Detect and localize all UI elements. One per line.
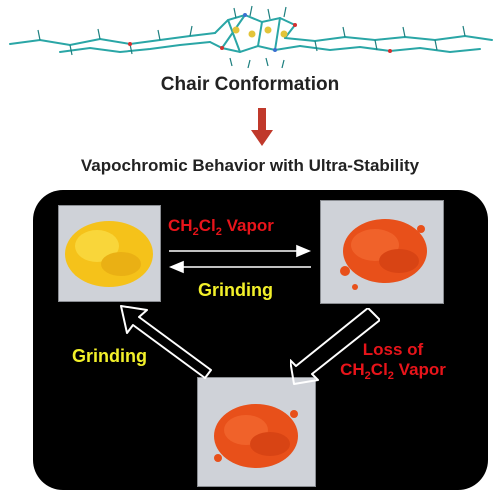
behavior-title: Vapochromic Behavior with Ultra-Stabilit… (80, 156, 420, 175)
loss-label-line1: Loss of (362, 340, 424, 359)
grinding-label-left: Grinding (72, 346, 147, 366)
loss-label: Loss of CH2Cl2 Vapor (318, 340, 468, 382)
grinding-arrow-icon (120, 305, 212, 379)
loss-arrow-icon (290, 308, 380, 385)
down-arrow-icon (251, 108, 273, 146)
vapor-label: CH2Cl2 Vapor (168, 216, 274, 238)
ground-powder-photo (197, 377, 316, 487)
yellow-powder-photo (58, 205, 161, 302)
grinding-label-top: Grinding (198, 280, 273, 300)
loss-label-line2: CH2Cl2 Vapor (340, 360, 446, 382)
orange-powder-photo (320, 200, 444, 304)
conformation-title: Chair Conformation (160, 74, 340, 95)
molecular-structure (9, 5, 493, 69)
double-arrow-icon (168, 244, 312, 274)
